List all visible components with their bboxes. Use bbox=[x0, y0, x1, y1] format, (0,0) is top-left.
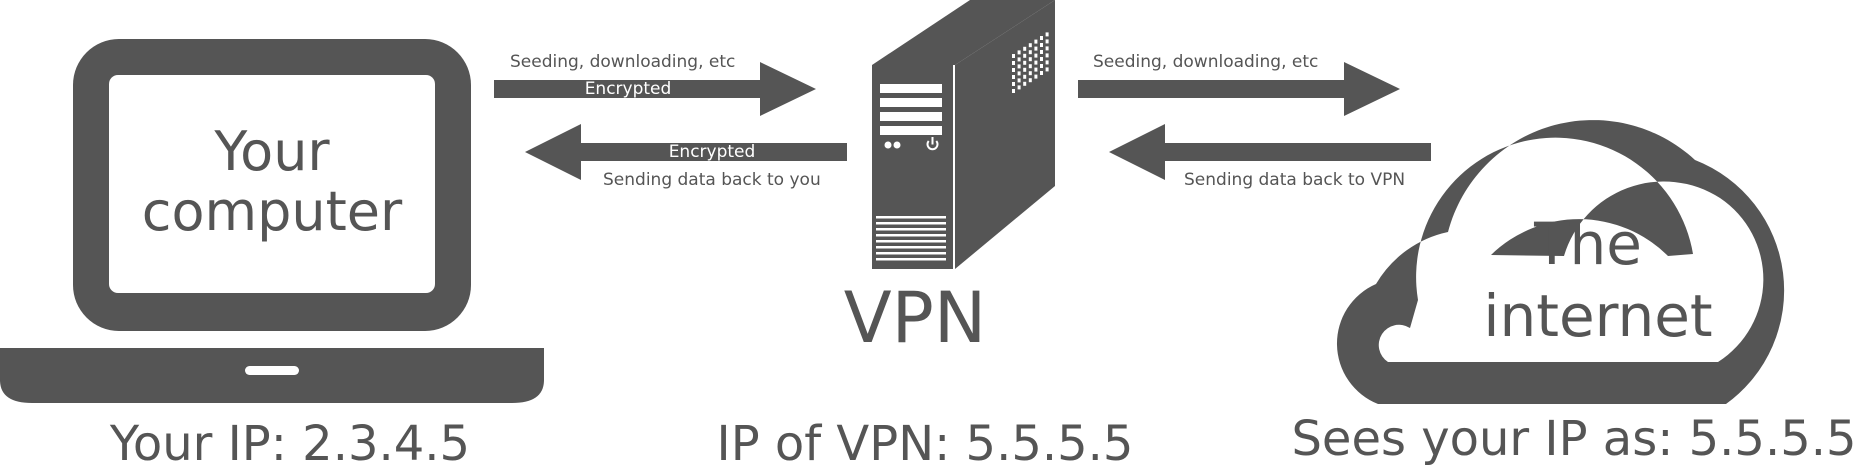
vpn-label: VPN bbox=[844, 277, 986, 359]
arrow-internet-to-vpn-label: Sending data back to VPN bbox=[1184, 170, 1405, 190]
vent-dot bbox=[1045, 46, 1049, 51]
vent-dot bbox=[1034, 60, 1038, 65]
vent-dot bbox=[1045, 60, 1049, 65]
arrow-computer-to-vpn: Seeding, downloading, etc Encrypted bbox=[494, 52, 816, 116]
vent-dot bbox=[1023, 81, 1027, 86]
vent-dot bbox=[1040, 64, 1043, 68]
vent-dot bbox=[1012, 68, 1015, 72]
internet-ip-caption: Sees your IP as: 5.5.5.5 bbox=[1291, 411, 1856, 467]
vent-dot bbox=[1028, 78, 1032, 83]
server-led-2 bbox=[893, 141, 901, 149]
cloud-icon bbox=[1336, 120, 1785, 405]
arrow-internet-to-vpn: Sending data back to VPN bbox=[1109, 124, 1431, 190]
server-side-vents bbox=[1012, 32, 1049, 93]
vent-dot bbox=[1040, 71, 1043, 75]
arrow-vpn-to-computer-tag: Encrypted bbox=[669, 142, 756, 162]
vent-dot bbox=[1045, 53, 1049, 58]
computer-label-line2: computer bbox=[142, 180, 403, 243]
arrow-vpn-to-internet-label: Seeding, downloading, etc bbox=[1093, 52, 1318, 72]
vent-dot bbox=[1012, 89, 1015, 93]
vent-dot bbox=[1017, 85, 1021, 90]
server-tower-icon bbox=[872, 0, 1055, 269]
vent-dot bbox=[1034, 53, 1038, 58]
arrow-computer-to-vpn-label: Seeding, downloading, etc bbox=[510, 52, 735, 72]
vent-dot bbox=[1045, 67, 1049, 72]
vent-dot bbox=[1034, 46, 1038, 51]
server-led-1 bbox=[884, 141, 892, 149]
vent-dot bbox=[1045, 39, 1049, 44]
vent-dot bbox=[1017, 71, 1021, 76]
vent-dot bbox=[1017, 57, 1021, 62]
vent-dot bbox=[1040, 50, 1043, 54]
vent-dot bbox=[1023, 67, 1027, 72]
laptop-icon bbox=[0, 39, 544, 403]
vent-dot bbox=[1034, 74, 1038, 79]
arrow-vpn-to-internet: Seeding, downloading, etc bbox=[1078, 52, 1400, 116]
arrow-vpn-to-computer-label: Sending data back to you bbox=[603, 170, 821, 190]
vent-dot bbox=[1028, 57, 1032, 62]
vent-dot bbox=[1012, 54, 1015, 58]
cloud-outline bbox=[1336, 120, 1785, 405]
server-top bbox=[872, 0, 1055, 65]
arrow-left-shape bbox=[1109, 124, 1431, 180]
vent-dot bbox=[1012, 82, 1015, 86]
server-drive-bays bbox=[880, 84, 942, 135]
internet-label-line1: The bbox=[1533, 210, 1642, 278]
arrow-computer-to-vpn-tag: Encrypted bbox=[585, 79, 672, 99]
vent-dot bbox=[1012, 61, 1015, 65]
computer-label-line1: Your bbox=[213, 120, 330, 183]
vent-dot bbox=[1034, 39, 1038, 44]
vent-dot bbox=[1045, 32, 1049, 37]
vent-dot bbox=[1028, 64, 1032, 69]
computer-ip-caption: Your IP: 2.3.4.5 bbox=[109, 416, 470, 468]
server-front bbox=[872, 65, 953, 269]
power-icon bbox=[926, 137, 939, 151]
vent-dot bbox=[1028, 50, 1032, 55]
server-vent-lines bbox=[876, 216, 946, 261]
vent-dot bbox=[1017, 50, 1021, 55]
vent-dot bbox=[1023, 60, 1027, 65]
arrow-vpn-to-computer: Encrypted Sending data back to you bbox=[525, 124, 847, 190]
vpn-ip-caption: IP of VPN: 5.5.5.5 bbox=[717, 416, 1134, 468]
arrow-right-shape bbox=[1078, 62, 1400, 116]
vent-dot bbox=[1040, 43, 1043, 47]
vent-dot bbox=[1028, 71, 1032, 76]
vent-dot bbox=[1034, 67, 1038, 72]
vent-dot bbox=[1028, 43, 1032, 48]
internet-label-line2: internet bbox=[1483, 282, 1712, 350]
laptop-screen bbox=[109, 75, 435, 293]
vent-dot bbox=[1023, 74, 1027, 79]
arrow-left-shape bbox=[525, 124, 847, 180]
vent-dot bbox=[1017, 78, 1021, 83]
vent-dot bbox=[1040, 36, 1043, 40]
arrow-right-shape bbox=[494, 62, 816, 116]
vent-dot bbox=[1023, 53, 1027, 58]
vent-dot bbox=[1023, 46, 1027, 51]
vent-dot bbox=[1040, 57, 1043, 61]
vent-dot bbox=[1012, 75, 1015, 79]
laptop-touchpad-slot bbox=[245, 366, 299, 375]
laptop-base bbox=[0, 348, 544, 403]
vent-dot bbox=[1017, 64, 1021, 69]
